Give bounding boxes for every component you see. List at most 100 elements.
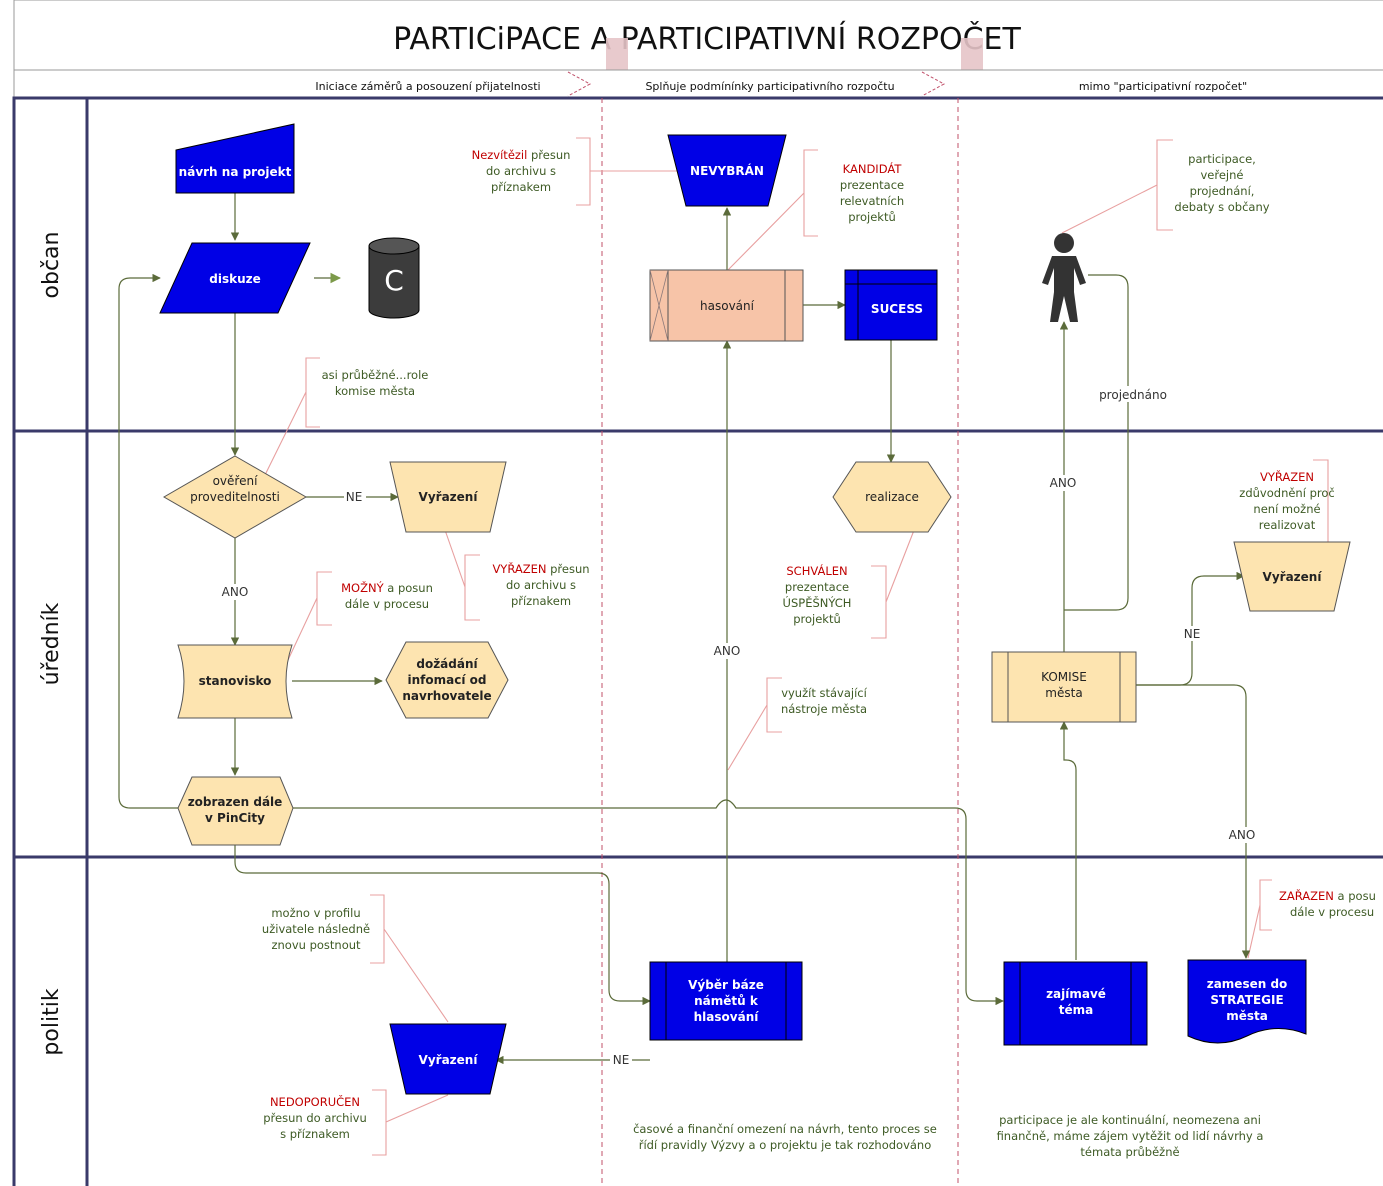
lane-obcan: občan xyxy=(39,232,64,299)
svg-text:finančně, máme zájem vytěžit o: finančně, máme zájem vytěžit od lidí náv… xyxy=(997,1129,1264,1143)
node-nevybran[interactable]: NEVYBRÁN xyxy=(667,134,787,207)
datastore-label: C xyxy=(384,264,404,297)
node-label: realizace xyxy=(865,490,919,504)
svg-text:příznakem: příznakem xyxy=(511,594,571,608)
svg-text:nástroje města: nástroje města xyxy=(781,702,867,716)
svg-text:realizovat: realizovat xyxy=(1259,518,1316,532)
note-participace: participace, veřejné projednání, debaty … xyxy=(1174,152,1269,214)
node-label: STRATEGIE xyxy=(1210,993,1283,1007)
svg-text:projektů: projektů xyxy=(793,612,841,626)
note-prubezne: asi průběžné...role komise města xyxy=(322,368,429,398)
node-overeni-proveditelnosti[interactable]: ověření proveditelnosti xyxy=(163,455,307,539)
note-kandidat: KANDIDÁT prezentace relevatních projektů xyxy=(840,161,904,224)
phase-marker xyxy=(961,38,983,74)
svg-text:ÚSPĚŠNÝCH: ÚSPĚŠNÝCH xyxy=(783,595,852,610)
node-stanovisko[interactable]: stanovisko xyxy=(177,644,293,719)
note-schvalen: SCHVÁLEN prezentace ÚSPĚŠNÝCH projektů xyxy=(783,563,852,626)
note-profil: možno v profilu uživatele následně znovu… xyxy=(262,906,370,952)
node-label: Výběr báze xyxy=(688,978,764,992)
svg-text:projektů: projektů xyxy=(848,210,896,224)
person-icon xyxy=(1042,233,1086,322)
svg-text:uživatele následně: uživatele následně xyxy=(262,922,370,936)
node-vyrazeni[interactable]: Vyřazení xyxy=(389,461,507,533)
phase-bar xyxy=(13,69,1383,99)
edge-label-ano: ANO xyxy=(1050,476,1077,490)
svg-text:využít stávající: využít stávající xyxy=(781,686,867,700)
node-sucess[interactable]: SUCESS xyxy=(844,269,938,341)
node-hasovani[interactable]: hasování xyxy=(649,269,804,342)
edge-label-ano: ANO xyxy=(222,585,249,599)
lane-urednik: úředník xyxy=(39,602,64,685)
node-vyber-baze[interactable]: Výběr báze námětů k hlasování xyxy=(649,961,803,1041)
phase-2: Splňuje podmínínky participativního rozp… xyxy=(645,80,894,93)
phase-chevron xyxy=(921,71,946,97)
svg-text:VYŘAZEN přesun: VYŘAZEN přesun xyxy=(492,561,589,576)
note-zarazen: ZAŘAZEN a posu dále v procesu xyxy=(1279,888,1376,919)
note-vyuzit: využít stávající nástroje města xyxy=(781,686,868,716)
note-nezvitezil: Nezvítězil přesun do archivu s příznakem xyxy=(472,148,571,194)
svg-text:prezentace: prezentace xyxy=(785,580,849,594)
node-label: NEVYBRÁN xyxy=(690,163,764,178)
svg-text:SCHVÁLEN: SCHVÁLEN xyxy=(786,563,847,578)
node-dozadani[interactable]: dožádání infomací od navrhovatele xyxy=(385,641,509,719)
node-label: Vyřazení xyxy=(1263,570,1323,584)
svg-text:dále v procesu: dále v procesu xyxy=(345,597,429,611)
node-label: Vyřazení xyxy=(419,490,479,504)
note-mozny: MOŽNÝ a posun dále v procesu xyxy=(341,580,433,611)
node-label: navrhovatele xyxy=(402,689,491,703)
node-label: SUCESS xyxy=(871,302,923,316)
edge-label-ne: NE xyxy=(346,490,363,504)
node-label: KOMISE xyxy=(1041,670,1087,684)
edge-label-ano: ANO xyxy=(714,644,741,658)
note-vyrazen-zduvodneni: VYŘAZEN zdůvodnění proč není možné reali… xyxy=(1239,469,1334,532)
svg-text:KANDIDÁT: KANDIDÁT xyxy=(843,161,903,176)
svg-text:komise města: komise města xyxy=(335,384,415,398)
diagram-title: PARTICiPACE A PARTICIPATIVNÍ ROZPOČET xyxy=(393,20,1021,57)
svg-text:do archivu s: do archivu s xyxy=(506,578,576,592)
svg-text:MOŽNÝ a posun: MOŽNÝ a posun xyxy=(341,580,433,595)
node-label: hlasování xyxy=(694,1010,760,1024)
node-label: zamesen do xyxy=(1207,977,1288,991)
svg-text:není možné: není možné xyxy=(1253,502,1320,516)
svg-text:Nezvítězil přesun: Nezvítězil přesun xyxy=(472,148,571,162)
node-zobrazen-v-pincity[interactable]: zobrazen dále v PinCity xyxy=(177,776,294,846)
svg-text:řídí pravidly Výzvy a o projek: řídí pravidly Výzvy a o projektu je tak … xyxy=(639,1138,932,1152)
svg-text:témata průběžně: témata průběžně xyxy=(1080,1145,1179,1159)
node-komise-mesta[interactable]: KOMISE města xyxy=(991,651,1137,723)
note-vyrazen-presun: VYŘAZEN přesun do archivu s příznakem xyxy=(492,561,589,608)
node-vyrazeni-politik[interactable]: Vyřazení xyxy=(389,1023,507,1095)
svg-text:asi průběžné...role: asi průběžné...role xyxy=(322,368,429,382)
node-label: návrh na projekt xyxy=(179,165,292,179)
svg-text:časové a finanční omezení na n: časové a finanční omezení na návrh, tent… xyxy=(633,1122,937,1136)
node-label: města xyxy=(1226,1009,1268,1023)
phase-1: Iniciace záměrů a posouzení přijatelnost… xyxy=(315,80,540,93)
title-bar xyxy=(13,0,1383,71)
node-label: hasování xyxy=(700,299,755,313)
phase-3: mimo "participativní rozpočet" xyxy=(1079,80,1247,93)
edge-label-ano: ANO xyxy=(1229,828,1256,842)
svg-text:projednání,: projednání, xyxy=(1190,184,1255,198)
node-navrh-na-projekt[interactable]: návrh na projekt xyxy=(175,123,295,194)
svg-text:možno v profilu: možno v profilu xyxy=(271,906,360,920)
node-diskuze[interactable]: diskuze xyxy=(159,242,311,314)
svg-text:participace je ale kontinuální: participace je ale kontinuální, neomezen… xyxy=(999,1113,1261,1127)
phase-chevron xyxy=(567,71,592,97)
node-zamesen-do-strategie[interactable]: zamesen do STRATEGIE města xyxy=(1187,959,1307,1044)
node-realizace[interactable]: realizace xyxy=(832,461,952,533)
node-label: infomací od xyxy=(408,673,487,687)
svg-text:prezentace: prezentace xyxy=(840,178,904,192)
svg-text:VYŘAZEN: VYŘAZEN xyxy=(1260,469,1314,484)
node-zajimave-tema[interactable]: zajímavé téma xyxy=(1003,961,1148,1046)
svg-text:ZAŘAZEN a posu: ZAŘAZEN a posu xyxy=(1279,888,1376,903)
svg-text:s příznakem: s příznakem xyxy=(280,1127,350,1141)
node-label: města xyxy=(1045,686,1082,700)
svg-text:NEDOPORUČEN: NEDOPORUČEN xyxy=(270,1094,360,1109)
datastore-cylinder-icon: C xyxy=(368,237,420,319)
svg-text:veřejné: veřejné xyxy=(1201,168,1244,182)
edge-label-ne: NE xyxy=(1184,627,1201,641)
node-vyrazeni-komise[interactable]: Vyřazení xyxy=(1233,541,1351,612)
svg-text:do archivu s: do archivu s xyxy=(486,164,556,178)
node-label: námětů k xyxy=(694,994,759,1008)
svg-text:znovu postnout: znovu postnout xyxy=(271,938,361,952)
